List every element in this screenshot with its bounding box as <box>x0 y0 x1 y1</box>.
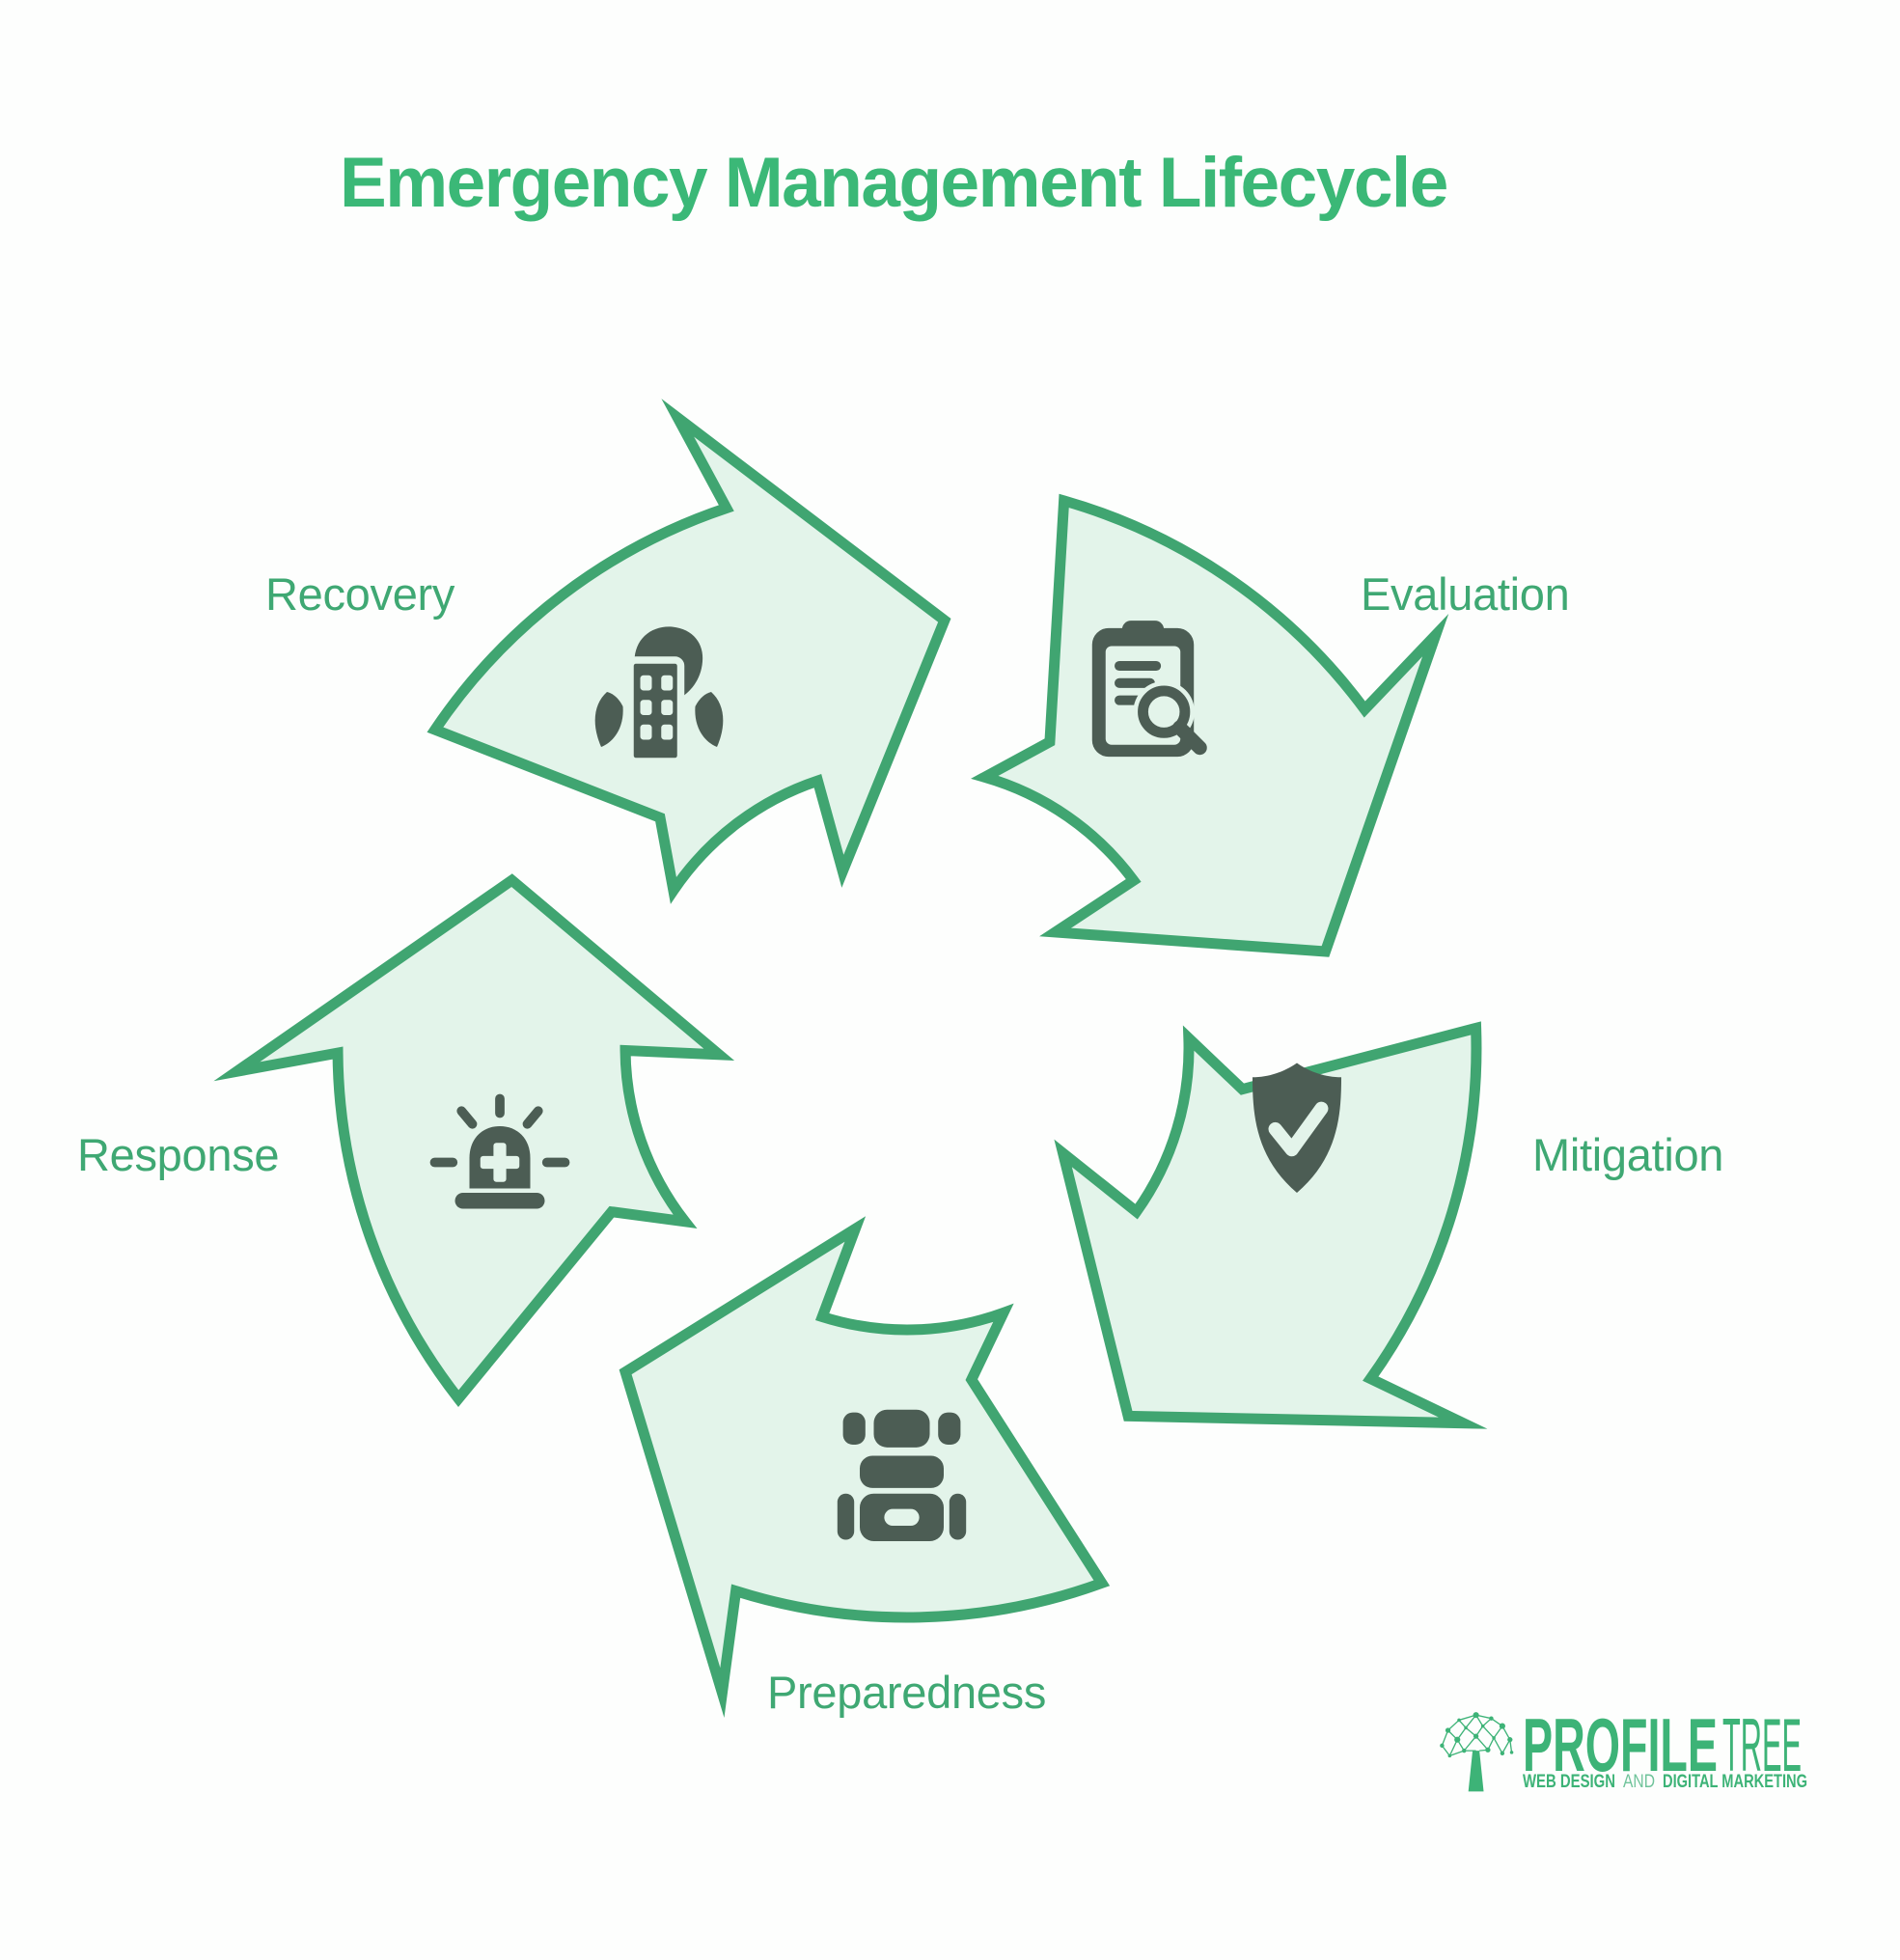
backpack-strap-right <box>949 1493 967 1540</box>
page-title: Emergency Management Lifecycle <box>340 144 1448 222</box>
backpack-pocket <box>884 1508 920 1527</box>
leaf-right <box>695 692 724 747</box>
clipboard-search-icon <box>1091 621 1207 758</box>
stage-label-mitigation: Mitigation <box>1532 1129 1724 1180</box>
shield-check <box>1268 1101 1329 1157</box>
stage-label-evaluation: Evaluation <box>1361 568 1570 620</box>
logo-tree-network <box>1441 1714 1513 1757</box>
backpack-top-right <box>938 1412 961 1445</box>
recovering-building-icon <box>594 626 724 765</box>
logo-tree-icon <box>1440 1712 1514 1792</box>
logo-tagline-and: AND <box>1623 1772 1655 1792</box>
leaf-left <box>594 692 623 747</box>
stage-label-response: Response <box>77 1129 280 1180</box>
logo-tagline-digital-marketing: DIGITAL MARKETING <box>1663 1772 1807 1792</box>
logo-tree-nodes <box>1440 1712 1514 1758</box>
siren-base <box>454 1193 545 1209</box>
cycle-arrow-mitigation <box>970 898 1660 1581</box>
emergency-siren-icon <box>429 1093 570 1209</box>
profiletree-logo: PROFILE TREE WEB DESIGN AND DIGITAL MARK… <box>1440 1706 1807 1792</box>
backpack-lid <box>860 1455 944 1488</box>
backpack-top-mid <box>873 1409 930 1448</box>
backpack-top-left <box>842 1412 866 1445</box>
stage-label-preparedness: Preparedness <box>767 1667 1047 1718</box>
magnifier-glass <box>1138 685 1191 738</box>
shield-check-icon <box>1252 1063 1342 1194</box>
logo-tagline-web-design: WEB DESIGN <box>1523 1772 1615 1792</box>
backpack-icon <box>837 1409 967 1541</box>
backpack-strap-left <box>837 1493 855 1540</box>
building-windows <box>640 675 674 740</box>
cycle-arrow-evaluation <box>911 404 1518 1035</box>
magnifier-handle <box>1172 720 1207 756</box>
siren-rays <box>429 1093 570 1168</box>
building-body <box>626 656 685 765</box>
logo-tree-trunk <box>1468 1751 1484 1792</box>
shield-body <box>1252 1063 1342 1194</box>
logo-brand-light: TREE <box>1722 1706 1802 1787</box>
siren-cross <box>480 1143 520 1182</box>
stage-label-recovery: Recovery <box>265 568 455 620</box>
logo-brand-bold: PROFILE <box>1523 1706 1718 1787</box>
